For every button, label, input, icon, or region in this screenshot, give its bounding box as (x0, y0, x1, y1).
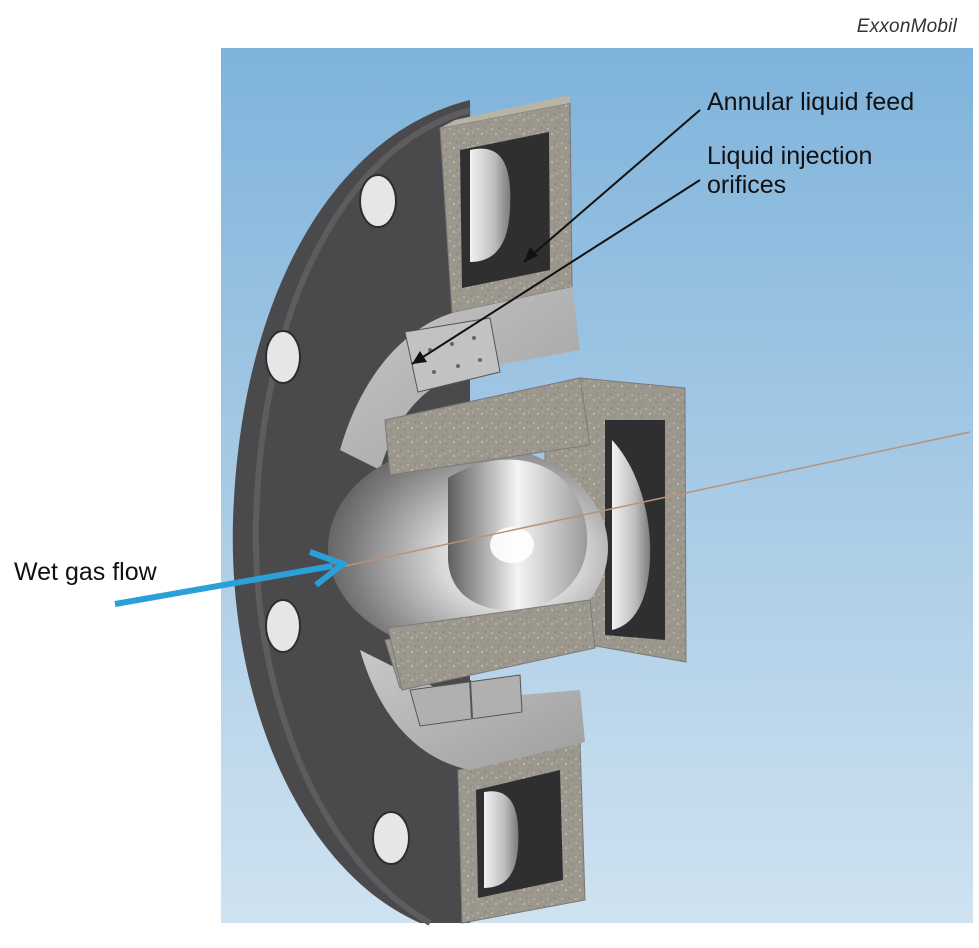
wet-gas-flow-label: Wet gas flow (14, 558, 157, 586)
image-credit: ExxonMobil (856, 16, 957, 37)
upper-injection-orifices (404, 317, 501, 393)
annular-liquid-feed-label: Annular liquid feed (707, 88, 915, 116)
lower-injection-orifices (409, 674, 523, 727)
bolt-holes (265, 174, 410, 865)
annular-feed-pointer (523, 109, 701, 263)
liquid-injection-orifices-label: Liquid injection orifices (707, 142, 873, 199)
flange-cut-edge (252, 107, 471, 926)
upper-inner-face (340, 287, 580, 470)
wet-gas-flow-arrow (114, 563, 333, 607)
injection-orifices-pointer (411, 179, 701, 365)
flow-axis-line (344, 431, 971, 567)
wet-gas-flow-arrowhead (308, 549, 350, 588)
